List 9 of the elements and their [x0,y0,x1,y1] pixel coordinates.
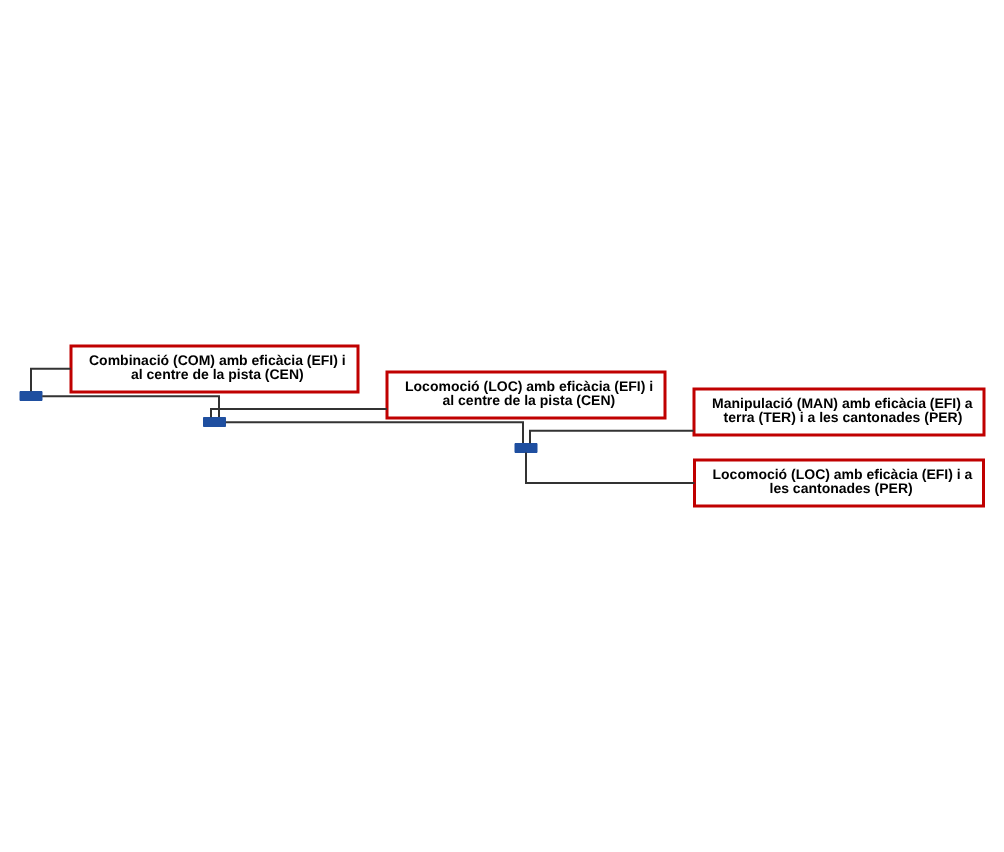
node-bar [19,391,43,401]
connector [224,421,524,445]
node-bar [514,443,538,453]
connector [41,395,220,419]
connector [30,367,72,393]
connector [525,451,696,484]
connector [210,408,388,419]
node-bar [203,417,226,427]
connector [529,429,695,445]
